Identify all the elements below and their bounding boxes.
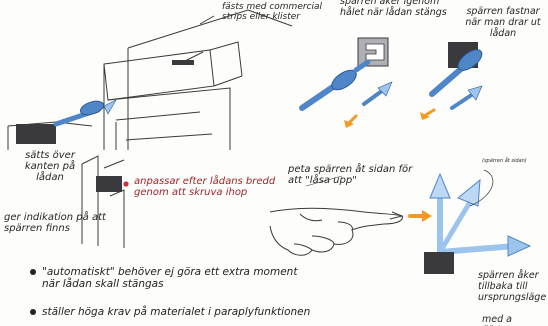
note-peta: peta spärren åt sidan för att "låsa upp" [288,164,416,186]
bullet-dot [30,269,36,275]
hand-sketch [270,208,402,255]
latch-rod-caught [420,42,485,120]
note-sparr-sida: (spärren åt sidan) [482,158,542,164]
latch-bracket-left [8,99,116,150]
note-sparren-fastnar: spärren fastnar när man drar ut lådan [460,6,546,39]
bullet-text: ställer höga krav på materialet i parapl… [42,306,310,318]
latch-rod-open [302,38,392,128]
note-anpassar: anpassar efter lådans bredd genom att sk… [134,176,302,198]
bullet-text: "automatiskt" behöver ej göra ett extra … [42,266,312,290]
note-fast-med: fästs med commercial strips eller kliste… [222,2,326,22]
note-satts-over: sätts över kanten på lådan [18,150,82,183]
bullet-dot [30,309,36,315]
note-sparr-aterg-tail: med a fjäder [482,314,542,326]
bullet-item-1: "automatiskt" behöver ej göra ett extra … [30,266,312,290]
note-ger-indikation: ger indikation på att spärren finns [4,212,116,234]
bullet-item-2: ställer höga krav på materialet i parapl… [30,306,310,318]
note-sparr-aterg: spärren åker tillbaka till ursprungsläge [478,270,546,303]
axis-indicator [424,170,530,274]
drawer-sketch [104,10,292,150]
width-adjust-sketch [82,156,129,248]
note-sparren-aker: spärren åker igenom hålet när lådan stän… [340,0,452,18]
